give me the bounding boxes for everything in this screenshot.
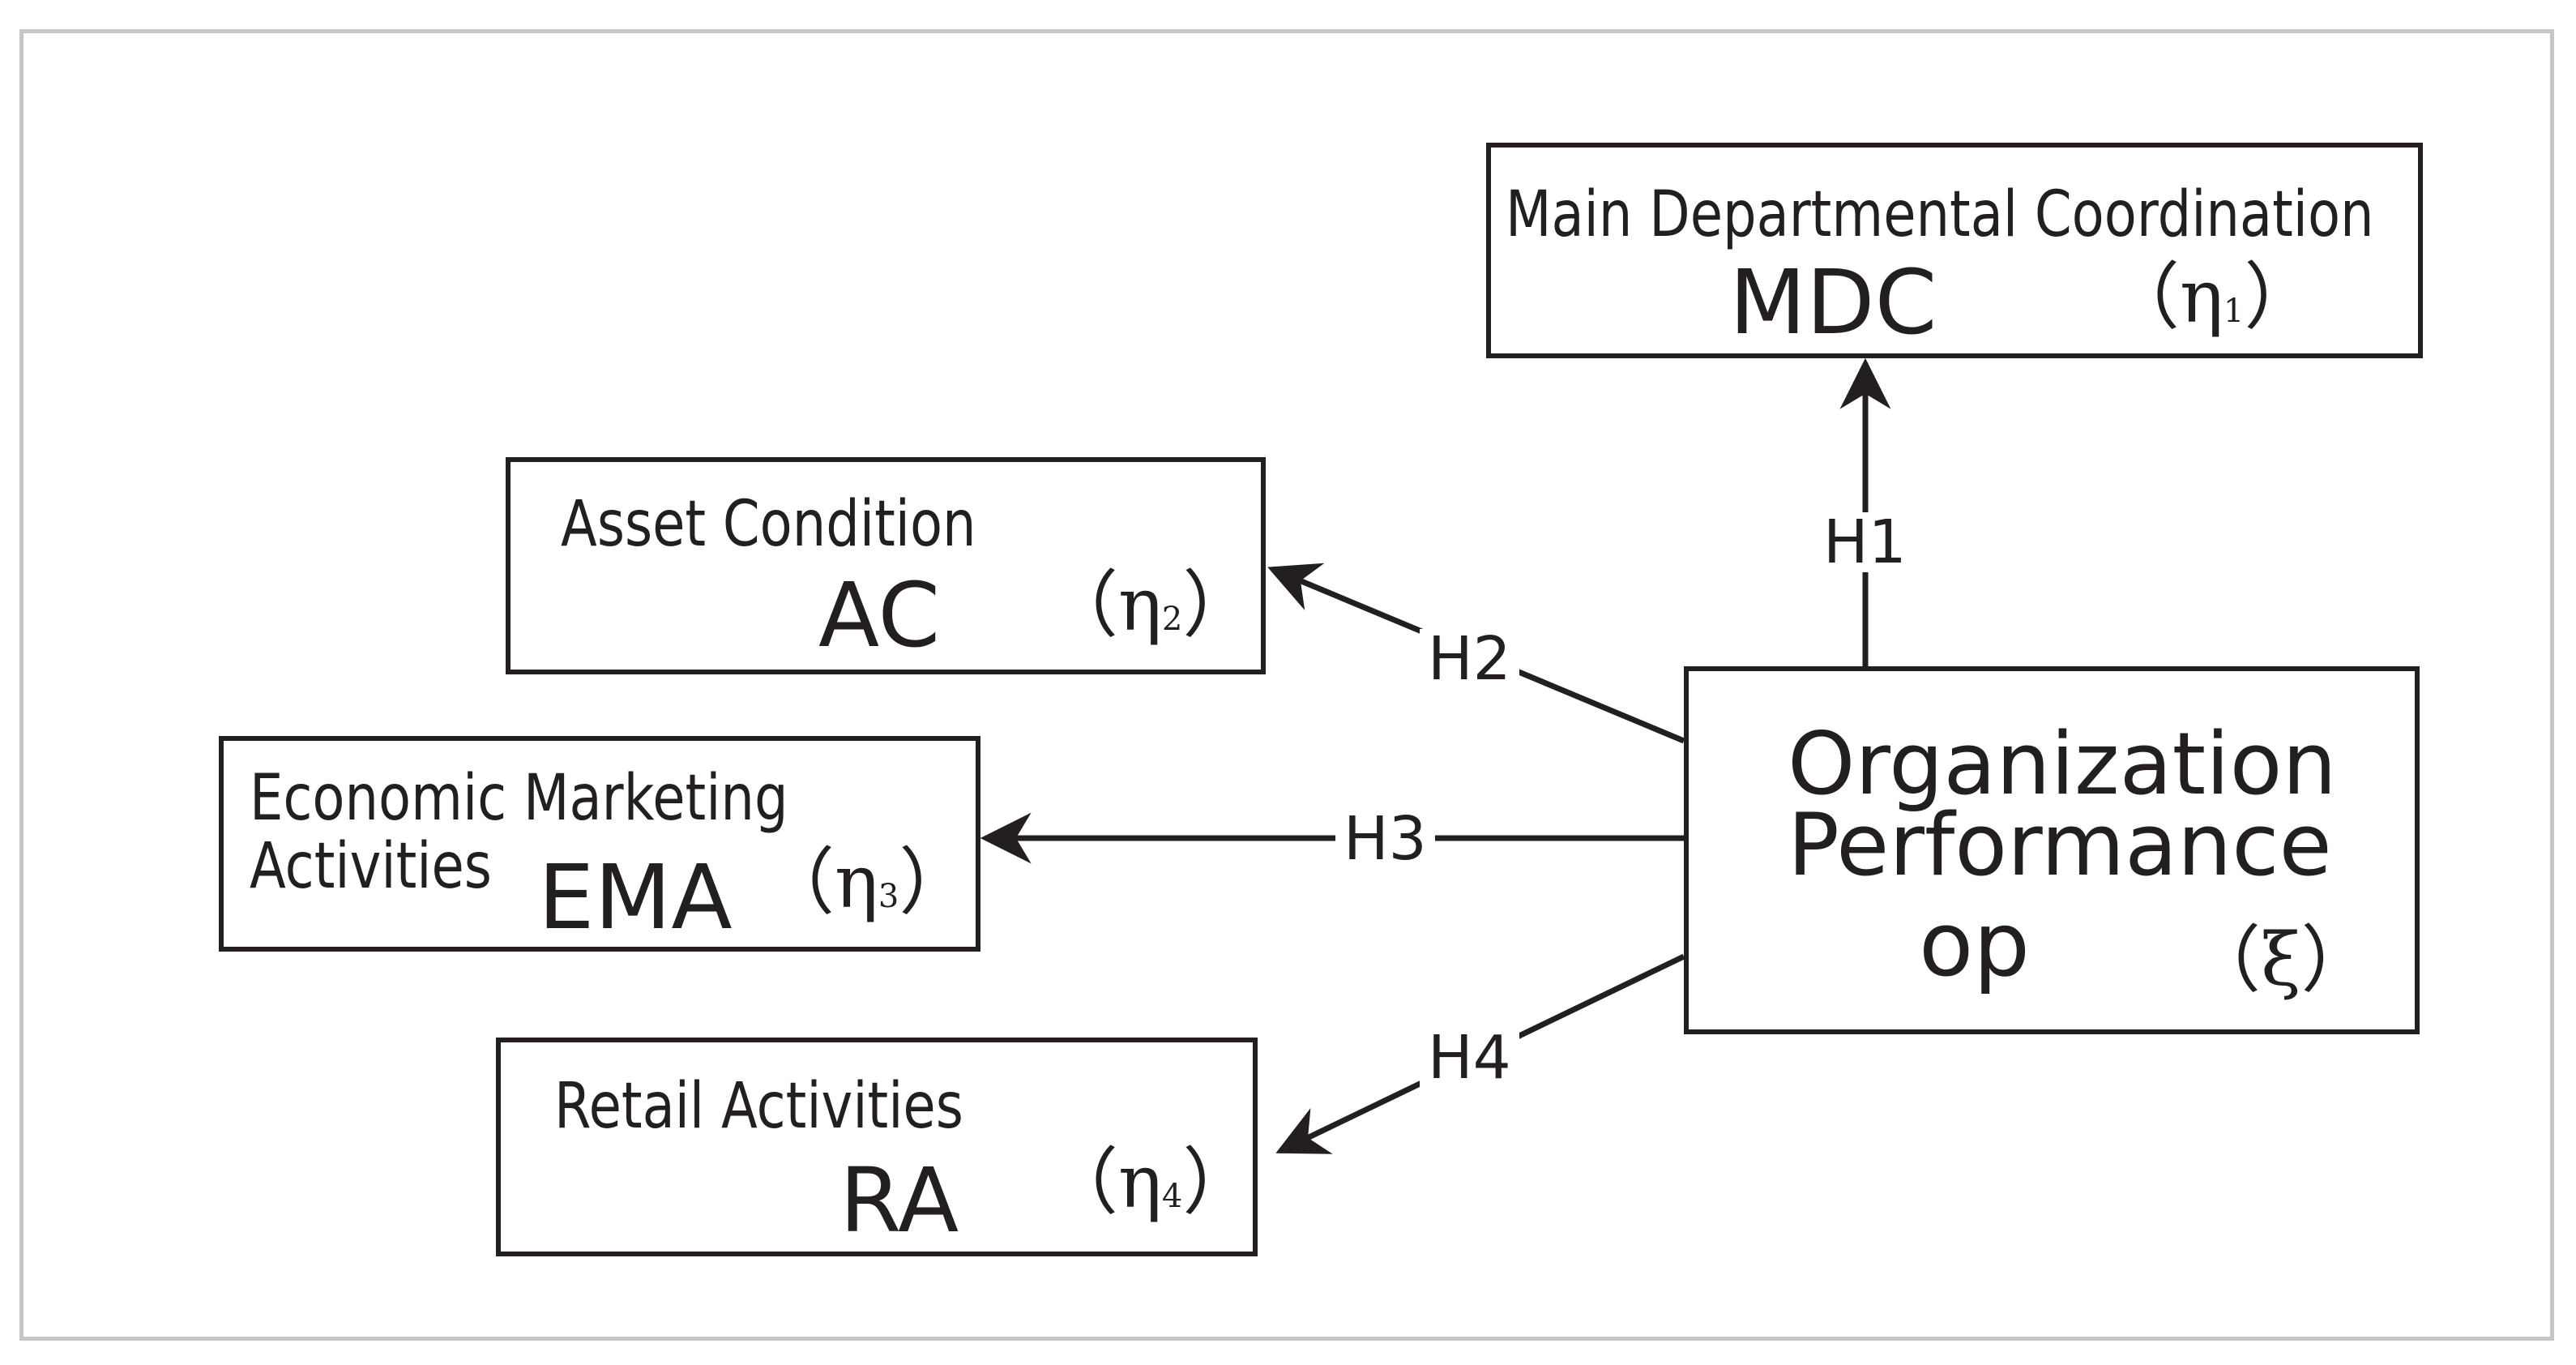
node-mdc-name: Main Departmental Coordination	[1506, 178, 2374, 251]
node-op-name-line1: Organization	[1788, 714, 2337, 814]
node-ra-name: Retail Activities	[554, 1070, 963, 1143]
node-ema	[219, 736, 980, 952]
node-ema-name-line2: Activities	[250, 830, 492, 903]
node-ac-name: Asset Condition	[561, 488, 976, 561]
node-ac-abbr: AC	[818, 563, 941, 667]
node-mdc	[1486, 143, 2423, 358]
node-ra-abbr: RA	[839, 1149, 959, 1252]
label-h4: H4	[1420, 1028, 1519, 1088]
node-ema-symbol: （η3）	[762, 840, 972, 925]
node-ra	[496, 1038, 1258, 1256]
node-ema-name-line1: Economic Marketing	[250, 762, 788, 835]
node-ac	[506, 457, 1266, 674]
node-ema-abbr: EMA	[538, 845, 733, 949]
label-h1: H1	[1815, 512, 1915, 572]
node-ac-symbol: （η2）	[1045, 563, 1256, 648]
node-mdc-symbol: （η1）	[2107, 255, 2318, 340]
label-h3: H3	[1335, 809, 1435, 869]
label-h2: H2	[1420, 629, 1519, 689]
node-ra-symbol: （η4）	[1045, 1140, 1256, 1225]
node-op-name-line2: Performance	[1788, 795, 2332, 895]
node-mdc-abbr: MDC	[1729, 250, 1937, 354]
node-op-symbol: （ξ）	[2188, 918, 2374, 1003]
node-op	[1684, 666, 2420, 1034]
node-op-abbr: op	[1919, 892, 2031, 996]
